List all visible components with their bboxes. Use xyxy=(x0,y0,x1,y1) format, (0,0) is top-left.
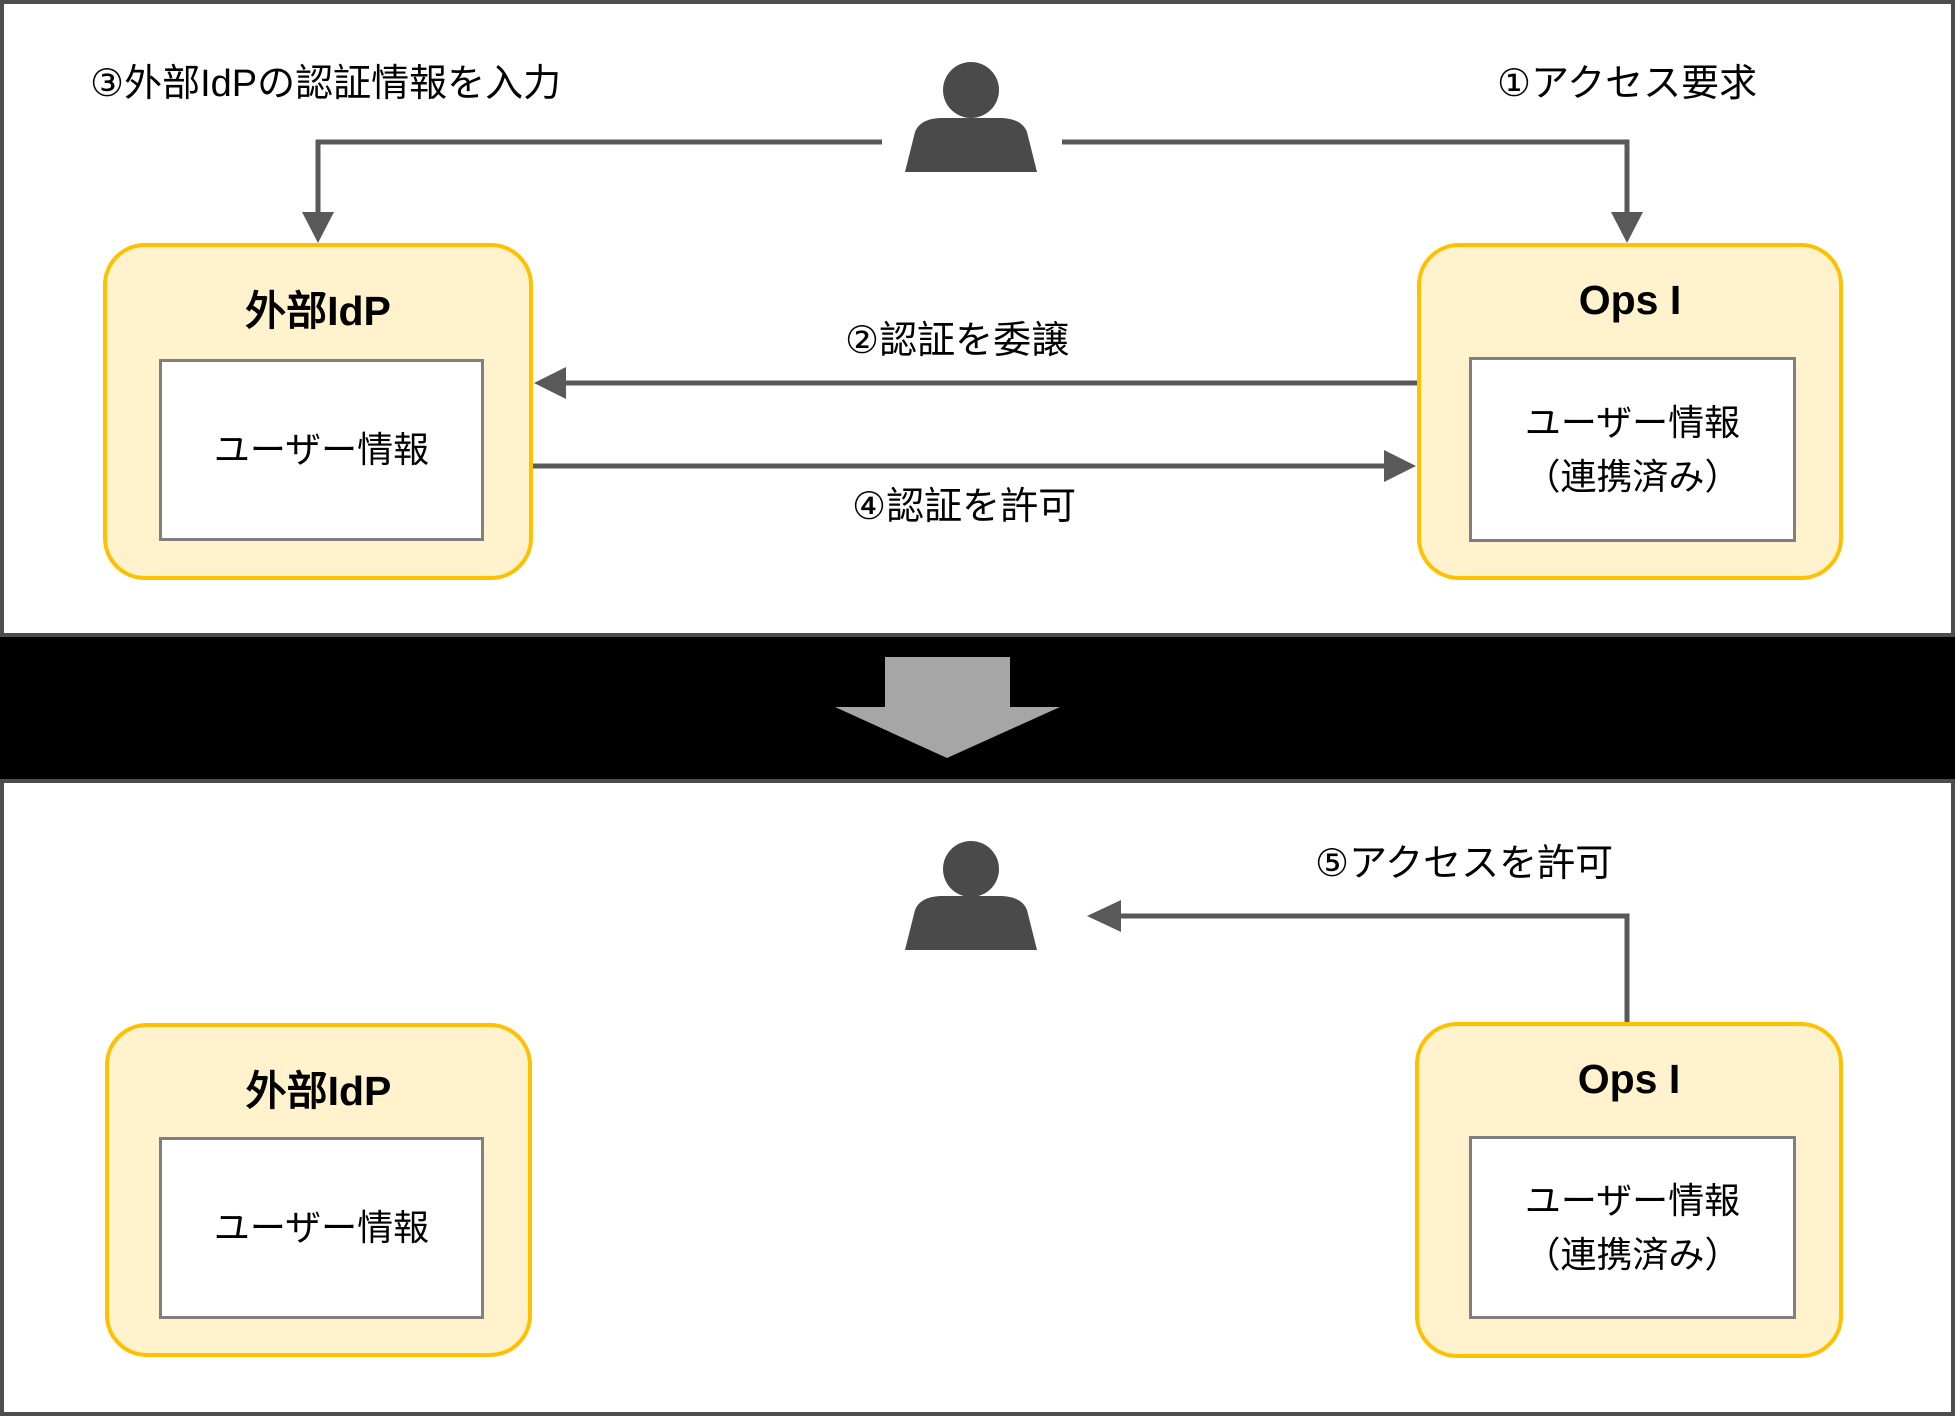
user-info-label: ユーザー情報 xyxy=(213,429,430,470)
external-idp-box-top: 外部IdP ユーザー情報 xyxy=(103,243,533,580)
external-idp-title: 外部IdP xyxy=(245,288,391,334)
ops-i-box-top: Ops I ユーザー情報 （連携済み） xyxy=(1417,243,1843,580)
ops-i-box-bottom: Ops I ユーザー情報 （連携済み） xyxy=(1415,1022,1843,1358)
label-step3: ③外部IdPの認証情報を入力 xyxy=(90,63,562,105)
ops-i-title: Ops I xyxy=(1578,277,1682,323)
user-info-box: ユーザー情報 xyxy=(159,359,484,541)
label-step5: ⑤アクセスを許可 xyxy=(1315,843,1614,885)
linked-user-info-line2: （連携済み） xyxy=(1524,1233,1741,1275)
label-step2: ②認証を委譲 xyxy=(845,320,1070,362)
external-idp-box-bottom: 外部IdP ユーザー情報 xyxy=(105,1023,532,1357)
linked-user-info-box: ユーザー情報 （連携済み） xyxy=(1469,1136,1796,1319)
external-idp-title: 外部IdP xyxy=(245,1068,392,1114)
user-info-box: ユーザー情報 xyxy=(159,1137,484,1319)
label-step4: ④認証を許可 xyxy=(852,486,1077,528)
divider-band xyxy=(0,637,1955,779)
linked-user-info-line2: （連携済み） xyxy=(1524,455,1741,497)
linked-user-info-line1: ユーザー情報 xyxy=(1524,1179,1741,1221)
label-step1: ①アクセス要求 xyxy=(1497,63,1758,105)
ops-i-title: Ops I xyxy=(1577,1056,1681,1102)
user-info-label: ユーザー情報 xyxy=(213,1207,430,1248)
linked-user-info-line1: ユーザー情報 xyxy=(1524,401,1741,443)
linked-user-info-box: ユーザー情報 （連携済み） xyxy=(1469,357,1796,542)
